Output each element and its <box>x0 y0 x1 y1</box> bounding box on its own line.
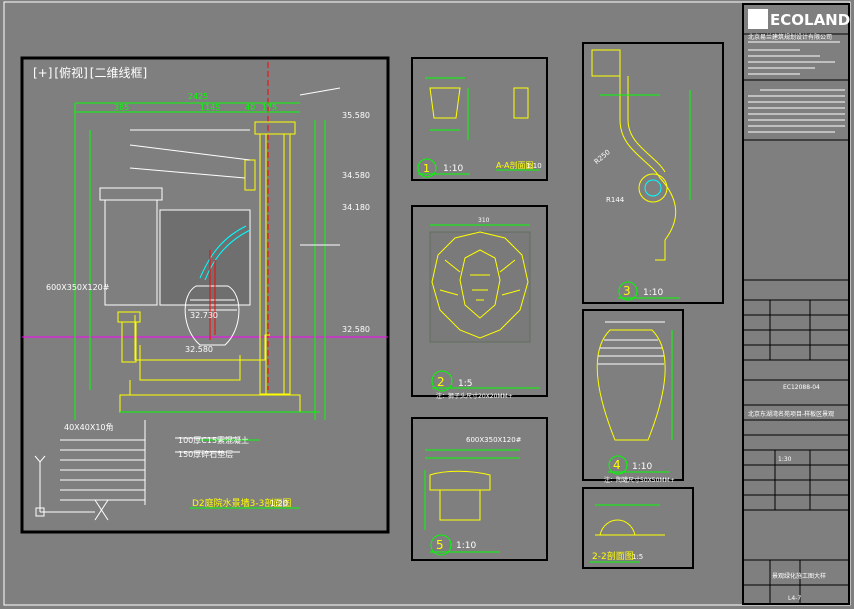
dim-1145: 1145 <box>200 103 220 112</box>
svg-text:1:5: 1:5 <box>632 553 643 561</box>
project-name: 北京东湖湾名苑项目-样板区景观 <box>748 410 834 418</box>
elevation-4: 32.580 <box>342 325 370 334</box>
detail-4-labels: 4 1:10 注：陶罐尺寸50X50MM+ <box>604 458 675 484</box>
svg-text:注：陶罐尺寸50X50MM+: 注：陶罐尺寸50X50MM+ <box>604 476 675 484</box>
svg-text:R144: R144 <box>606 196 625 204</box>
elevation-1: 35.580 <box>342 111 370 120</box>
detail-6-drawing <box>590 504 665 563</box>
dim-40x40: 40X40X10角 <box>64 422 114 432</box>
svg-text:4: 4 <box>613 458 621 472</box>
detail-1-frame[interactable] <box>411 57 548 181</box>
viewport-menu[interactable]: [+] <box>33 66 53 80</box>
svg-text:1:10: 1:10 <box>643 288 663 298</box>
title-block-text: ECOLAND 北京易兰建筑规划设计有限公司 EC12088-04 北京东湖湾名… <box>748 9 850 602</box>
svg-text:5: 5 <box>436 538 444 552</box>
detail-2-drawing <box>429 224 540 392</box>
svg-text:D2庭院水景墙3-3剖面图: D2庭院水景墙3-3剖面图 <box>192 497 291 509</box>
main-annotations: 35.580 34.580 34.180 32.580 32.730 32.58… <box>46 92 370 459</box>
project-number: EC12088-04 <box>783 384 820 391</box>
svg-text:1: 1 <box>423 162 430 175</box>
svg-text:3: 3 <box>623 284 631 298</box>
detail-4-frame[interactable] <box>582 309 684 481</box>
dim-600x350: 600X350X120# <box>46 283 110 292</box>
title-block <box>742 3 850 605</box>
dim-40: 40 <box>245 103 255 112</box>
elevation-5: 32.730 <box>190 311 218 320</box>
svg-text:1:20: 1:20 <box>270 499 288 508</box>
svg-text:注：狮子头尺寸20X20MM+: 注：狮子头尺寸20X20MM+ <box>436 392 513 400</box>
dim-100c15: 100厚C15素混凝土 <box>178 435 249 445</box>
svg-text:600X350X120#: 600X350X120# <box>466 436 522 444</box>
detail-1-drawing <box>417 77 540 178</box>
sheet-title: 景观绿化施工图大样 <box>772 572 826 580</box>
detail-1-labels: 1 1:10 A-A剖面图 1:10 <box>423 160 542 175</box>
view-mode[interactable]: [俯视] <box>54 66 88 80</box>
dim-top-total: 2425 <box>188 92 208 101</box>
sheet-number: L4-7 <box>788 595 801 602</box>
elevation-6: 32.580 <box>185 345 213 354</box>
svg-text:A-A剖面图: A-A剖面图 <box>496 160 533 170</box>
svg-text:310: 310 <box>478 217 490 224</box>
main-title: D2庭院水景墙3-3剖面图 1:20 <box>192 497 291 509</box>
svg-text:2-2剖面图: 2-2剖面图 <box>592 550 634 562</box>
detail-5-frame[interactable] <box>411 417 548 561</box>
svg-text:R250: R250 <box>593 148 612 166</box>
ucs-icon <box>34 455 109 521</box>
detail-2-frame[interactable] <box>411 205 548 397</box>
scale-value: 1:30 <box>778 456 792 463</box>
main-section-drawing <box>60 87 341 509</box>
elevation-2: 34.580 <box>342 171 370 180</box>
dim-150: 150厚碎石垫层 <box>178 449 233 459</box>
svg-text:2: 2 <box>437 375 445 389</box>
elevation-3: 34.180 <box>342 203 370 212</box>
svg-text:1:10: 1:10 <box>526 162 542 170</box>
detail-6-frame[interactable] <box>582 487 694 569</box>
visual-style[interactable]: [二维线框] <box>89 66 148 80</box>
detail-4-drawing <box>596 321 673 475</box>
company-name: ECOLAND <box>770 11 850 29</box>
viewport-controls[interactable]: [+][俯视][二维线框] <box>32 64 148 81</box>
svg-text:1:5: 1:5 <box>458 379 472 389</box>
company-logo-icon <box>748 9 768 29</box>
dim-175: 175 <box>262 103 277 112</box>
svg-text:1:10: 1:10 <box>632 462 652 472</box>
dim-385: 385 <box>114 103 129 112</box>
detail-5-drawing <box>424 449 520 556</box>
company-name-cn: 北京易兰建筑规划设计有限公司 <box>748 33 832 41</box>
main-viewport-frame[interactable] <box>20 56 390 534</box>
svg-text:1:10: 1:10 <box>443 164 463 174</box>
detail-5-labels: 600X350X120# 5 1:10 <box>436 436 522 552</box>
detail-6-labels: 2-2剖面图 1:5 <box>592 550 643 562</box>
detail-3-frame[interactable] <box>582 42 724 304</box>
svg-text:1:10: 1:10 <box>456 541 476 551</box>
detail-3-labels: R250 R144 3 1:10 <box>593 148 664 298</box>
detail-3-drawing <box>591 49 691 301</box>
detail-2-labels: 310 2 1:5 注：狮子头尺寸20X20MM+ <box>436 217 513 400</box>
